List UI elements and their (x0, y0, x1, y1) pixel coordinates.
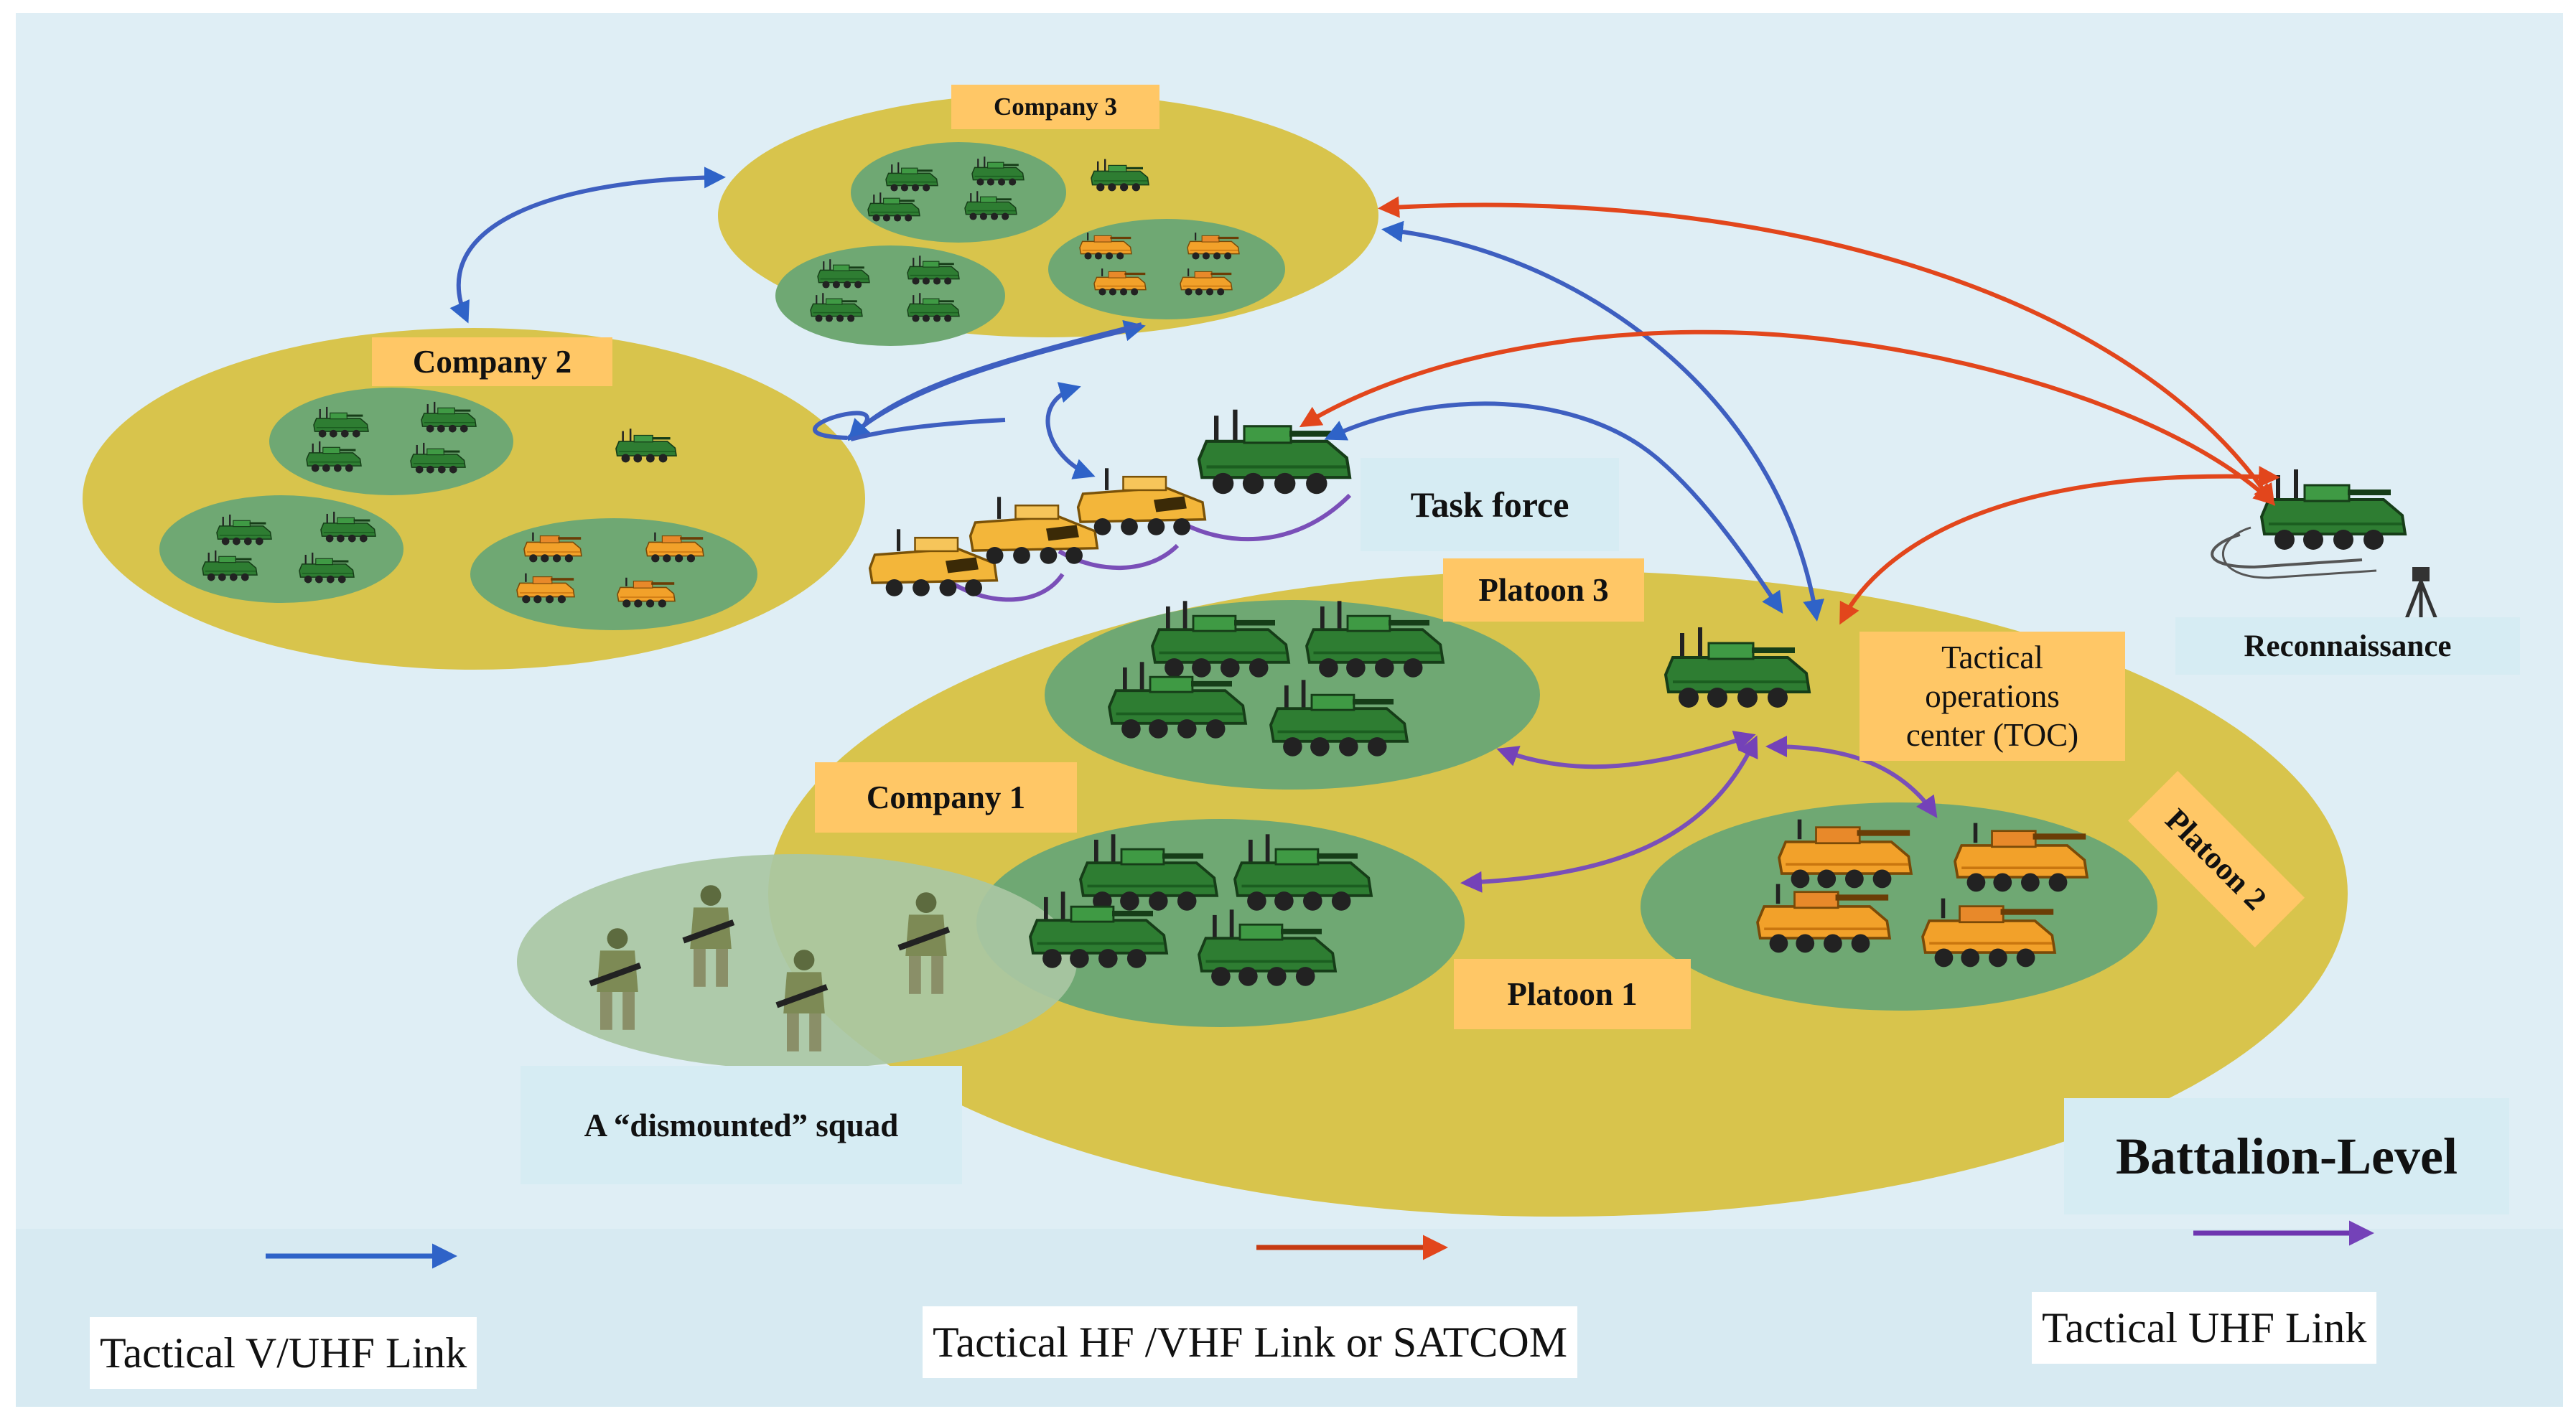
legend-label-hf: Tactical HF /VHF Link or SATCOM (923, 1306, 1578, 1378)
company-3-platoon-a (851, 142, 1066, 243)
label-task-force: Task force (1361, 458, 1619, 551)
label-reconnaissance: Reconnaissance (2175, 617, 2520, 675)
label-toc: Tactical operations center (TOC) (1859, 632, 2125, 761)
label-platoon-3: Platoon 3 (1443, 558, 1644, 622)
company-3-platoon-c (1048, 219, 1285, 319)
label-platoon-1: Platoon 1 (1454, 959, 1691, 1029)
label-dismounted-squad: A “dismounted” squad (521, 1066, 962, 1184)
legend-label-vuhf: Tactical V/UHF Link (90, 1317, 477, 1389)
label-battalion-level: Battalion-Level (2116, 1127, 2458, 1185)
label-toc-line1: Tactical (1941, 640, 2043, 675)
label-toc-line3: center (TOC) (1905, 717, 2079, 753)
label-company-2: Company 2 (372, 337, 612, 386)
company-2-platoon-a (269, 388, 513, 495)
label-company-3: Company 3 (951, 85, 1159, 129)
legend-label-uhf: Tactical UHF Link (2032, 1292, 2377, 1364)
company-2-platoon-c (470, 518, 757, 630)
tactical-uhf-links (1460, 731, 1938, 893)
company-3-platoon-b (775, 245, 1005, 346)
company-2-platoon-b (159, 495, 403, 603)
label-company-1: Company 1 (815, 762, 1077, 833)
label-toc-line2: operations (1925, 678, 2060, 714)
tactical-hf-vhf-satcom-links (1299, 196, 2280, 625)
